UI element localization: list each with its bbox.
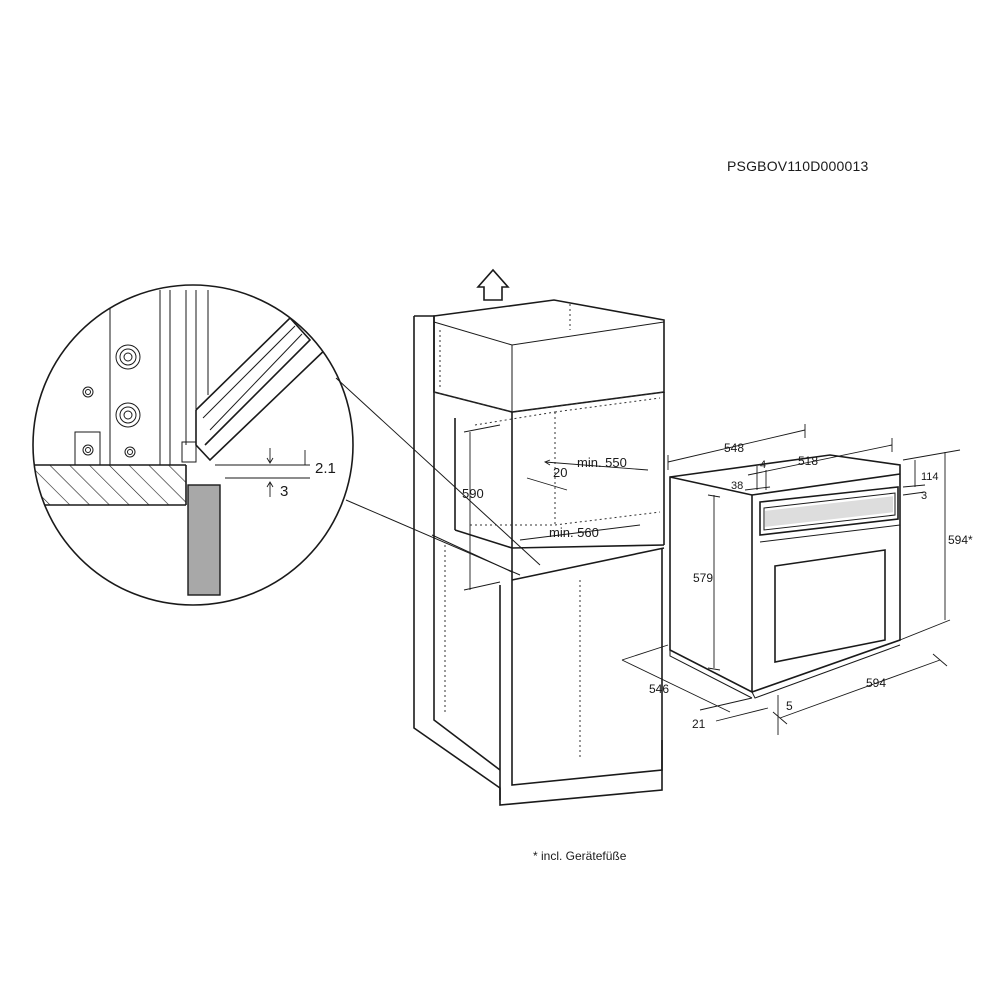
oven-depth-body-label: 518 xyxy=(798,454,818,468)
cabinet-depth-offset-label: 20 xyxy=(553,465,567,480)
cabinet-depth-label: min. 550 xyxy=(577,455,627,470)
cabinet-height-label: 590 xyxy=(462,486,484,501)
cabinet-width-label: min. 560 xyxy=(549,525,599,540)
oven-foot-label: 5 xyxy=(786,699,793,713)
oven-depth-bottom-label: 546 xyxy=(649,682,669,696)
cabinet: 590 min. 550 20 min. 560 xyxy=(413,268,665,806)
oven-panel-gap-label: 3 xyxy=(921,490,927,502)
detail-magnifier: 2.1 3 xyxy=(32,284,541,606)
oven-width-label: 594 xyxy=(866,676,886,690)
detail-gap-top-label: 2.1 xyxy=(315,460,336,477)
oven-height-body-label: 579 xyxy=(693,571,713,585)
screw-icon xyxy=(115,344,141,370)
detail-gap-bottom-label: 3 xyxy=(280,483,288,500)
oven-height-total-label: 594* xyxy=(948,533,973,547)
oven-depth-total-label: 548 xyxy=(724,441,744,455)
oven-door-depth-label: 21 xyxy=(692,717,706,731)
footnote: * incl. Gerätefüße xyxy=(533,849,627,863)
oven-offset-a-label: 4 xyxy=(760,459,766,471)
up-arrow-icon xyxy=(476,268,510,301)
product-code: PSGBOV110D000013 xyxy=(727,158,869,174)
screw-icon xyxy=(115,402,141,428)
oven: 548 518 4 38 114 3 594* 579 594 546 xyxy=(621,424,973,735)
oven-offset-b-label: 38 xyxy=(731,480,743,492)
oven-panel-height-label: 114 xyxy=(921,471,939,483)
